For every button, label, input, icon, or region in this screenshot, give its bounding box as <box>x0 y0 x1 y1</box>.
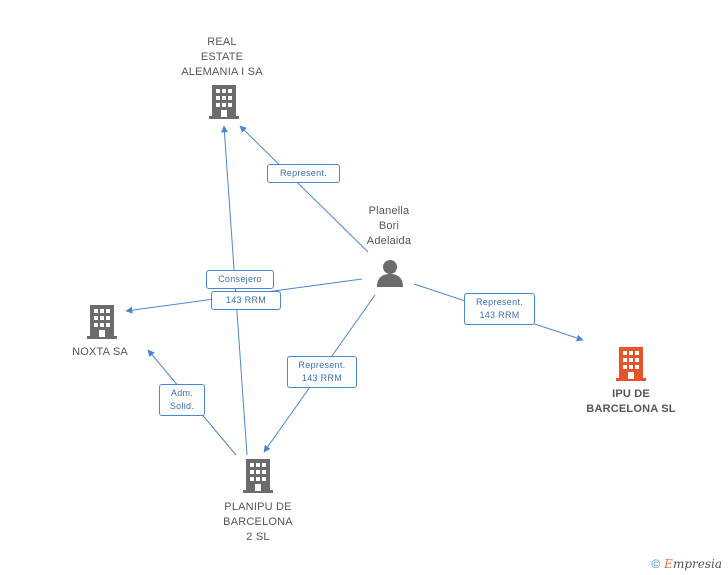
building-icon[interactable] <box>615 346 647 382</box>
node-label-planella[interactable]: Planella Bori Adelaida <box>366 205 412 247</box>
brand-logo: Empresia <box>664 557 722 571</box>
brand-rest: mpresia <box>672 557 722 571</box>
edge-label-adm-solid[interactable]: Adm. Solid. <box>159 384 205 416</box>
brand-first-letter: E <box>664 557 673 571</box>
edge-planipu-real-estate <box>220 125 248 456</box>
edge-planella-real-estate <box>239 125 369 253</box>
building-icon[interactable] <box>86 304 118 340</box>
node-label-real-estate[interactable]: REAL ESTATE ALEMANIA I SA <box>181 36 263 78</box>
node-label-planipu[interactable]: PLANIPU DE BARCELONA 2 SL <box>223 501 293 543</box>
copyright-icon: © <box>651 557 661 571</box>
footer-watermark: © Empresia <box>651 557 722 571</box>
node-label-noxta[interactable]: NOXTA SA <box>72 346 128 358</box>
node-label-ipu[interactable]: IPU DE BARCELONA SL <box>586 388 676 415</box>
edge-label-represent-right[interactable]: Represent. 143 RRM <box>464 293 535 325</box>
edge-label-represent-mid[interactable]: Represent. 143 RRM <box>287 356 357 388</box>
edge-label-consejero[interactable]: Consejero <box>206 270 274 289</box>
person-icon[interactable] <box>376 258 404 288</box>
building-icon[interactable] <box>208 84 240 120</box>
edge-label-rrm-left[interactable]: 143 RRM <box>211 291 281 310</box>
edge-label-represent-top[interactable]: Represent. <box>267 164 340 183</box>
building-icon[interactable] <box>242 458 274 494</box>
